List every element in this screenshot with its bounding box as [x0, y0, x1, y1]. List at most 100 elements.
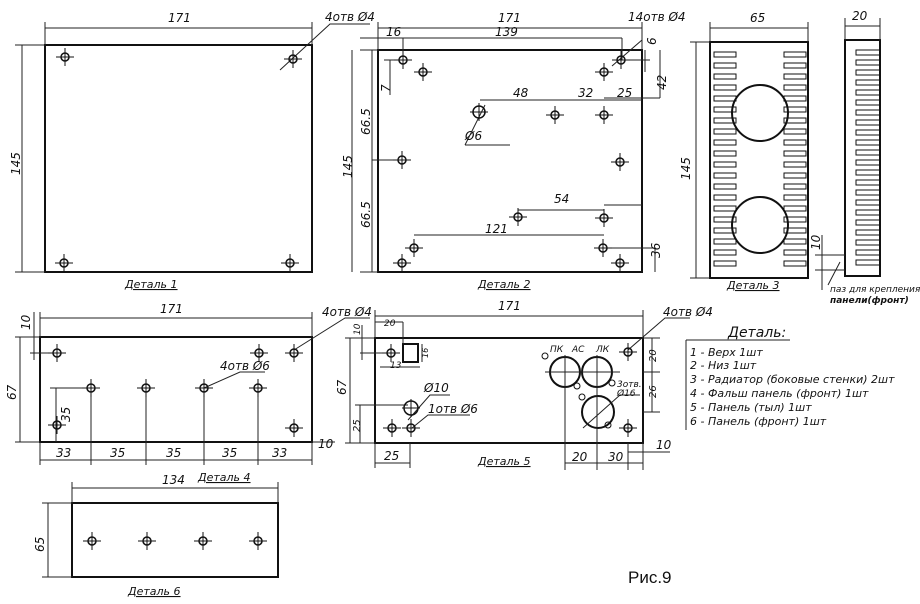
hole-marker	[284, 50, 302, 68]
detail-3-width: 65	[750, 11, 765, 25]
detail-3-height: 145	[679, 157, 693, 180]
detail-2-dim-54: 54	[554, 192, 569, 206]
legend-item-4: 4 - Фальш панель (фронт) 1шт	[690, 387, 869, 400]
side-slot	[855, 119, 880, 126]
hole-marker	[249, 532, 267, 550]
detail-5-dim-16: 16	[421, 348, 430, 358]
hole-marker	[402, 419, 420, 437]
detail-2-dia-6: Ø6	[464, 129, 482, 143]
detail-6: 134 65 Деталь 6	[33, 473, 279, 598]
detail-3-label: Деталь 3	[726, 279, 780, 292]
detail-2-holes-note: 14отв Ø4	[628, 10, 686, 24]
detail-4-outline	[39, 336, 313, 443]
detail-3-dim-10: 10	[809, 234, 823, 250]
detail-2-dim-36: 36	[649, 242, 663, 258]
detail-5-label-ac: АС	[571, 345, 585, 355]
detail-6-outline	[71, 502, 279, 578]
fin-slot	[713, 260, 737, 267]
hole-marker	[48, 344, 66, 362]
detail-4-label: Деталь 4	[197, 471, 251, 484]
detail-2-dim-139: 139	[495, 25, 518, 39]
detail-1-dimension-lines	[15, 22, 370, 273]
fin-slot	[783, 238, 807, 245]
detail-1-height: 145	[9, 152, 23, 175]
side-slot	[855, 209, 880, 216]
detail-2-dim-32: 32	[578, 86, 593, 100]
detail-3-fins	[713, 51, 807, 267]
side-slot	[855, 259, 880, 266]
detail-1-width: 171	[168, 11, 191, 25]
detail-3-dimension-lines	[690, 22, 809, 279]
hole-marker	[83, 532, 101, 550]
fin-slot	[713, 128, 737, 135]
side-slot	[855, 169, 880, 176]
detail-4-holes-6-note: 4отв Ø6	[220, 359, 270, 373]
hole-marker	[138, 532, 156, 550]
side-slot	[855, 199, 880, 206]
detail-6-width: 134	[162, 473, 185, 487]
detail-1-holes-note: 4отв Ø4	[325, 10, 375, 24]
detail-3-outline	[709, 41, 809, 279]
fin-slot	[713, 227, 737, 234]
legend-item-1: 1 - Верх 1шт	[690, 346, 763, 359]
legend-bracket	[685, 339, 790, 430]
hole-marker	[194, 532, 212, 550]
hole-marker	[250, 344, 268, 362]
detail-4-dim-10: 10	[19, 314, 33, 330]
detail-5-dim-25-horizontal: 25	[384, 449, 399, 463]
detail-5-dim-10: 10	[353, 323, 363, 335]
fin-slot	[713, 117, 737, 124]
detail-1: 171 145 4отв Ø4 Деталь 1	[9, 10, 375, 291]
detail-5-holes-16-dia: Ø16	[616, 388, 636, 399]
fin-slot	[783, 194, 807, 201]
fin-slot	[783, 73, 807, 80]
side-slot	[855, 129, 880, 136]
detail-5-jack-ac	[581, 395, 615, 429]
detail-4-dim-bottom-1: 33	[56, 446, 71, 460]
fin-slot	[783, 62, 807, 69]
fin-slot	[783, 249, 807, 256]
fin-slot	[783, 150, 807, 157]
fin-slot	[713, 238, 737, 245]
detail-4-dim-bottom-4: 35	[222, 446, 237, 460]
detail-3-opening-top	[731, 84, 789, 142]
fin-slot	[783, 216, 807, 223]
hole-marker	[470, 103, 488, 121]
hole-marker	[382, 344, 400, 362]
detail-6-label: Деталь 6	[127, 585, 181, 598]
fin-slot	[783, 260, 807, 267]
fin-slot	[713, 216, 737, 223]
side-slot	[855, 239, 880, 246]
side-slot	[855, 149, 880, 156]
hole-marker	[393, 254, 411, 272]
detail-5-dim-30: 30	[608, 450, 624, 464]
side-slot	[855, 229, 880, 236]
hole-marker	[619, 343, 637, 361]
fin-slot	[783, 117, 807, 124]
detail-5-dim-26: 26	[648, 385, 659, 398]
detail-5-label-lk: ЛК	[595, 345, 610, 355]
fin-slot	[783, 106, 807, 113]
detail-2-outline	[377, 49, 643, 273]
detail-4-dimension-lines	[15, 312, 370, 465]
fin-slot	[713, 249, 737, 256]
detail-4-holes-4-note: 4отв Ø4	[322, 305, 372, 319]
figure-label: Рис.9	[628, 568, 672, 587]
fin-slot	[713, 161, 737, 168]
detail-5-label: Деталь 5	[477, 455, 531, 468]
detail-4-dim-10-bottom: 10	[318, 437, 334, 451]
detail-2-height: 145	[341, 155, 355, 178]
detail-3-slot-note-line2: панели(фронт)	[830, 296, 909, 306]
detail-4-dim-35-vertical: 35	[59, 407, 73, 422]
side-slot	[855, 179, 880, 186]
detail-4-dim-bottom-3: 35	[166, 446, 181, 460]
legend-item-3: 3 - Радиатор (боковые стенки) 2шт	[690, 373, 895, 386]
detail-6-dimension-lines	[42, 482, 279, 578]
legend-item-5: 5 - Панель (тыл) 1шт	[690, 401, 812, 414]
detail-4-dim-bottom-5: 33	[272, 446, 287, 460]
detail-5-outline	[374, 337, 644, 444]
detail-3-side-dimension-lines	[815, 18, 881, 290]
fin-slot	[783, 95, 807, 102]
side-slot	[855, 219, 880, 226]
